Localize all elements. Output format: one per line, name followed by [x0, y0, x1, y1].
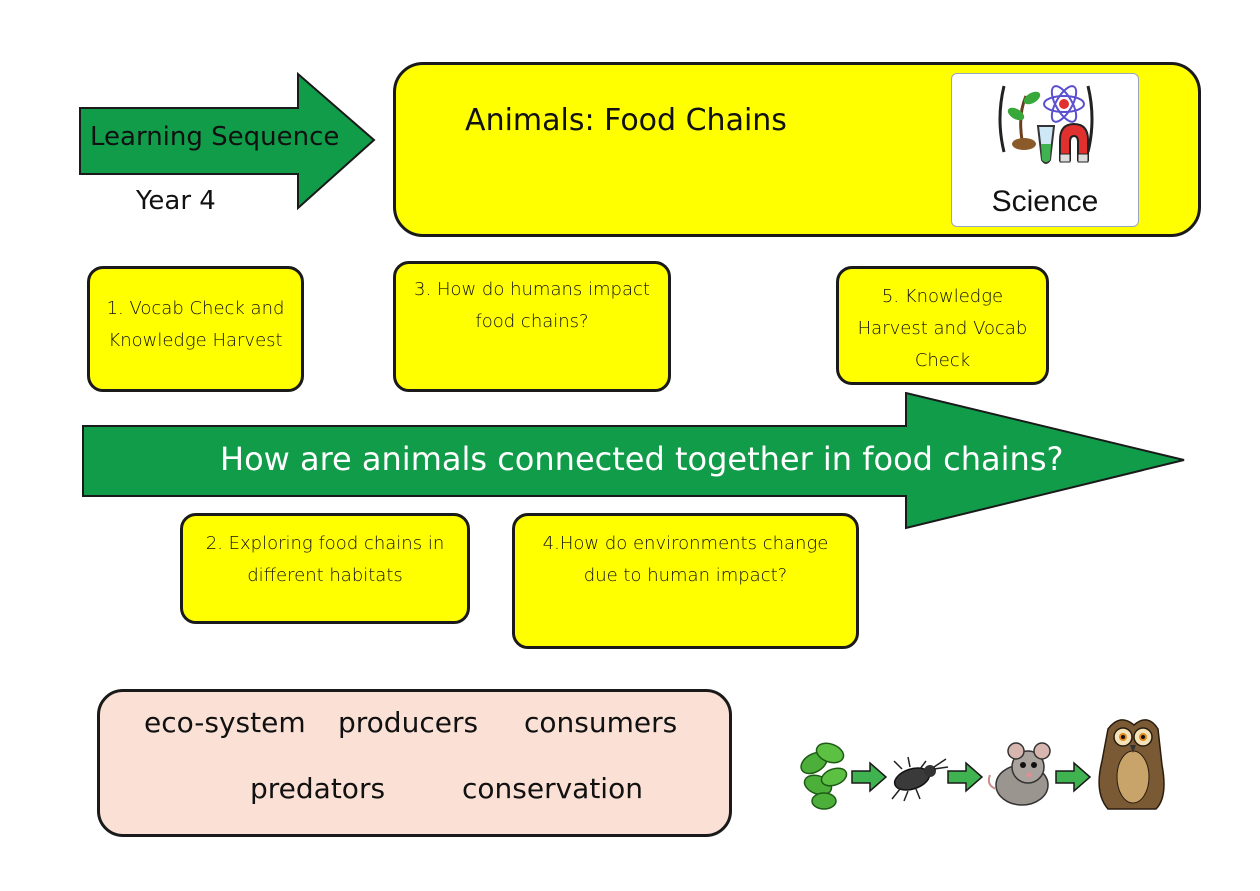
lesson-4-box: 4.How do environments change due to huma…: [512, 513, 859, 649]
lesson-5-box: 5. Knowledge Harvest and Vocab Check: [836, 266, 1049, 385]
big-question-arrow: [82, 392, 1185, 530]
year-label: Year 4: [136, 186, 216, 216]
lesson-3-box: 3. How do humans impact food chains?: [393, 261, 671, 392]
science-logo: Science: [951, 73, 1139, 227]
vocab-word: predators: [250, 772, 386, 805]
learning-sequence-label: Learning Sequence: [90, 122, 340, 152]
lesson-1-box: 1. Vocab Check and Knowledge Harvest: [87, 266, 304, 392]
lesson-2-box: 2. Exploring food chains in different ha…: [180, 513, 470, 624]
mouse-icon: [987, 742, 1051, 806]
page-title: Animals: Food Chains: [465, 103, 787, 138]
science-icon: [998, 85, 1094, 164]
vocabulary-box: eco-system producers consumers predators…: [97, 689, 732, 837]
plant-icon: [800, 742, 848, 810]
owl-icon: [1098, 719, 1165, 810]
arrow-icon: [1055, 761, 1092, 793]
science-label: Science: [991, 185, 1099, 218]
arrow-icon: [851, 761, 888, 793]
food-chain-illustration: [800, 719, 1165, 810]
big-question: How are animals connected together in fo…: [220, 440, 1064, 478]
lesson-5-text: 5. Knowledge Harvest and Vocab Check: [857, 286, 1028, 371]
lesson-4-text: 4.How do environments change due to huma…: [542, 533, 829, 586]
vocab-word: consumers: [524, 706, 678, 739]
lesson-3-text: 3. How do humans impact food chains?: [414, 279, 650, 332]
lesson-1-text: 1. Vocab Check and Knowledge Harvest: [106, 298, 285, 351]
vocab-word: producers: [338, 706, 479, 739]
learning-sequence-arrow: [79, 72, 376, 211]
lesson-2-text: 2. Exploring food chains in different ha…: [205, 533, 445, 586]
vocab-word: conservation: [462, 772, 643, 805]
arrow-icon: [947, 761, 984, 793]
title-box: Animals: Food Chains Science: [393, 62, 1201, 237]
beetle-icon: [891, 756, 949, 802]
vocab-word: eco-system: [144, 706, 306, 739]
